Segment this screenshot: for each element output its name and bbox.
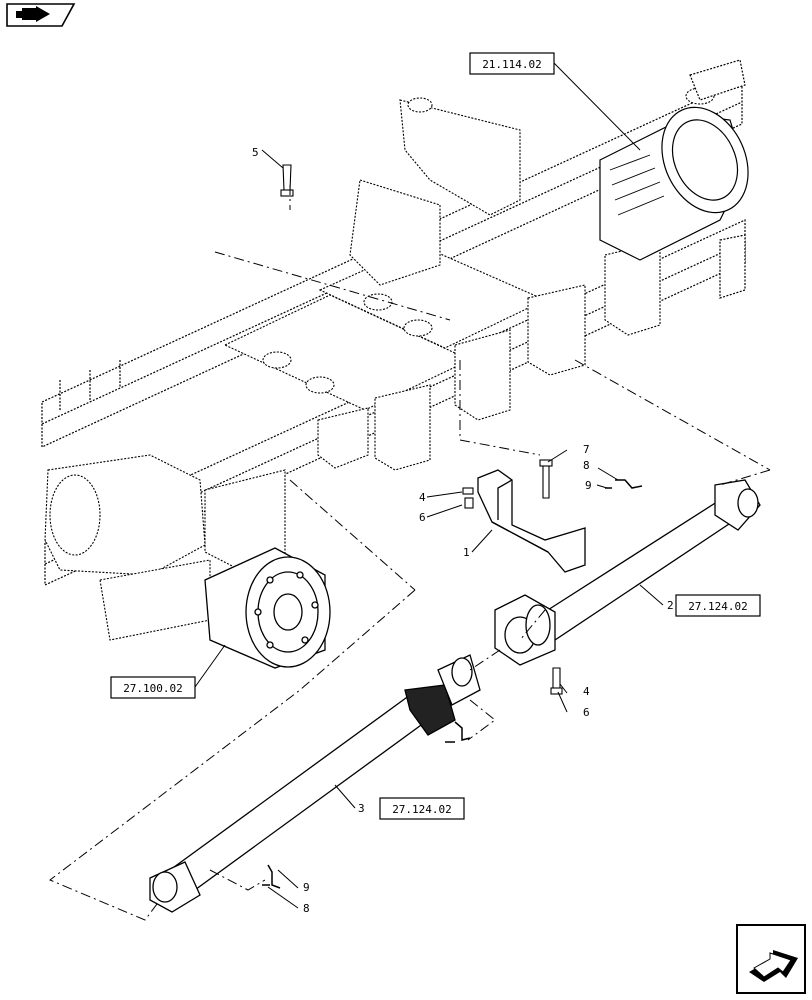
crossmembers <box>223 87 715 411</box>
callout-9-top: 9 <box>585 479 592 492</box>
next-page-icon[interactable] <box>736 924 806 994</box>
ref-box-transmission[interactable]: 21.114.02 <box>469 52 641 151</box>
retaining-clips <box>262 479 643 889</box>
rear-driveshaft <box>149 654 481 913</box>
fasteners <box>280 164 563 695</box>
transmission-assembly <box>599 59 749 299</box>
callout-4-bottom: 4 <box>583 685 590 698</box>
callout-7: 7 <box>583 443 590 456</box>
callout-6-top: 6 <box>419 511 426 524</box>
callout-2: 2 <box>667 599 674 612</box>
ref-label-transmission: 21.114.02 <box>482 58 542 71</box>
ref-box-rear-axle[interactable]: 27.100.02 <box>110 644 226 699</box>
callout-8-top: 8 <box>583 459 590 472</box>
callout-6-bottom: 6 <box>583 706 590 719</box>
callout-9-bottom: 9 <box>303 881 310 894</box>
callout-1: 1 <box>463 546 470 559</box>
ref-box-rear-driveshaft[interactable]: 27.124.02 <box>379 797 465 820</box>
assembly-outlines <box>49 185 771 921</box>
callout-8-bottom: 8 <box>303 902 310 915</box>
callout-numbers: 1 2 3 4 6 5 7 8 9 4 6 9 8 <box>252 146 674 915</box>
ref-label-rear-driveshaft: 27.124.02 <box>392 803 452 816</box>
rear-wheel-hub <box>204 547 331 669</box>
callout-5: 5 <box>252 146 259 159</box>
carrier-bearing-bracket <box>477 469 586 573</box>
ref-box-front-driveshaft[interactable]: 27.124.02 <box>675 594 761 617</box>
previous-page-icon[interactable] <box>6 3 76 27</box>
ref-label-front-driveshaft: 27.124.02 <box>688 600 748 613</box>
front-driveshaft <box>494 479 761 666</box>
callout-3: 3 <box>358 802 365 815</box>
callout-leaders <box>261 149 664 909</box>
rear-axle-differential <box>44 454 211 641</box>
callout-4-top: 4 <box>419 491 426 504</box>
ref-label-rear-axle: 27.100.02 <box>123 682 183 695</box>
frame-brackets <box>204 241 661 571</box>
